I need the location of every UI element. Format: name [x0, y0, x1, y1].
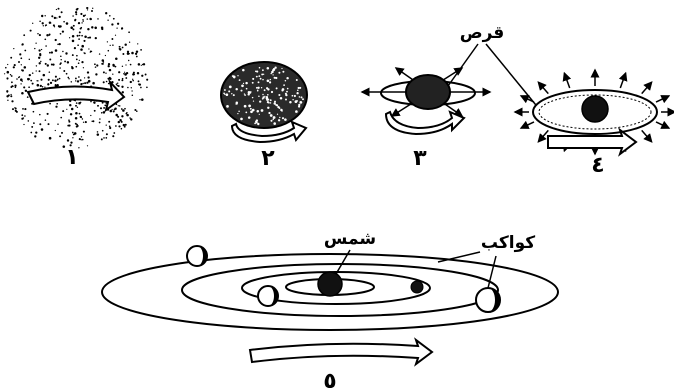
planet-left — [258, 286, 278, 306]
sun-label: شمس — [324, 229, 376, 249]
planet-inner — [411, 281, 423, 293]
stage-1-number: ١ — [65, 145, 78, 170]
central-sun-4 — [582, 96, 608, 122]
disk-pointer-stage-3 — [448, 44, 478, 86]
sun — [318, 272, 342, 296]
stage-4-number: ٤ — [591, 153, 604, 178]
rotation-arrow-3 — [386, 112, 464, 134]
disk-callout: قرص — [448, 23, 540, 110]
stage-2-number: ٢ — [261, 146, 275, 171]
planet-outer — [187, 246, 207, 266]
planet-right — [476, 288, 500, 312]
stage-4-protoplanetary-disk: ٤ — [515, 70, 674, 178]
stage-5-number: ٥ — [323, 369, 336, 392]
rotation-arrow-5 — [250, 340, 432, 364]
central-core-3 — [406, 75, 450, 109]
stage-3-number: ٣ — [413, 146, 427, 171]
stage-1-nebula: ١ — [4, 7, 148, 170]
disk-pointer-stage-4 — [486, 44, 540, 110]
disk-label: قرص — [460, 23, 505, 43]
stage-2-contracting-cloud: ٢ — [221, 62, 307, 171]
stage-5-solar-system: شمس کواکب ٥ — [102, 229, 558, 392]
nebula-dust-cloud — [4, 7, 148, 149]
stage-3-forming-disk: ٣ — [362, 68, 490, 171]
planets-label: کواکب — [481, 233, 535, 253]
